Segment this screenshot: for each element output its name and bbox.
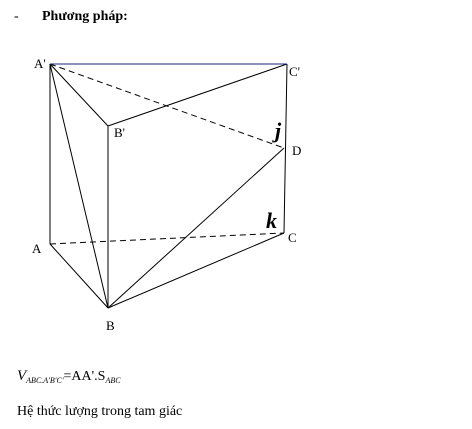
edge-a-b (49, 243, 109, 309)
label-b: B (106, 318, 115, 333)
volume-formula: VABC.A'B'C'=AA'.SABC (17, 368, 121, 385)
edge-c1-c (283, 63, 288, 234)
bullet-dash: - (14, 9, 19, 24)
label-c: C (288, 230, 297, 245)
edge-b-d (107, 147, 285, 309)
vector-label-j: j (272, 118, 282, 143)
vector-label-k: k (266, 208, 277, 233)
note-text: Hệ thức lượng trong tam giác (17, 404, 183, 419)
area-subscript: ABC (105, 376, 121, 385)
volume-subscript: ABC.A'B'C' (26, 376, 64, 385)
volume-symbol: V (17, 368, 27, 384)
label-b1: B' (114, 125, 125, 140)
section-heading: - Phương pháp: (14, 9, 128, 25)
edge-b-c (107, 232, 285, 309)
label-a1: A' (34, 56, 46, 71)
heading-title: Phương pháp: (42, 9, 128, 24)
edge-a1-b1 (49, 63, 109, 127)
prism-figure: A' B' C' A B C D j k (32, 56, 301, 333)
edge-b1-c1 (107, 63, 288, 127)
formula-rhs: =AA'.S (63, 369, 106, 384)
edge-a1-b (49, 63, 109, 309)
edge-a1-d-dashed (49, 63, 285, 149)
edge-a-c-dashed (49, 232, 285, 245)
label-c1: C' (289, 64, 300, 79)
label-a: A (32, 241, 42, 256)
label-d: D (292, 143, 301, 158)
